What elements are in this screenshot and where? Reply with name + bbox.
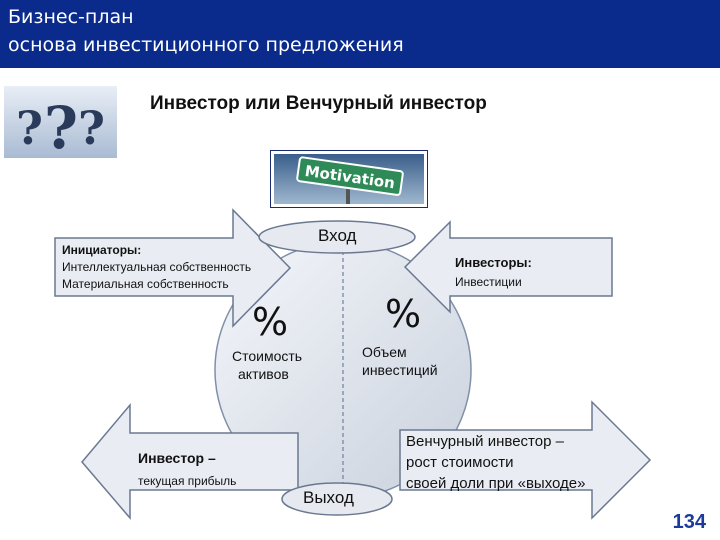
venture-investor-line1: Венчурный инвестор – <box>406 433 564 450</box>
venture-investor-arrow <box>399 400 652 520</box>
page-number: 134 <box>672 511 706 533</box>
slide-subtitle: Инвестор или Венчурный инвестор <box>150 93 487 114</box>
asset-value-label-2: активов <box>238 366 289 382</box>
motivation-sign-image: Motivation <box>270 150 428 208</box>
initiators-line2: Материальная собственность <box>62 277 229 291</box>
question-marks-image: ? ? ? <box>4 86 117 158</box>
svg-text:?: ? <box>44 94 78 158</box>
header-bar: Бизнес-план основа инвестиционного предл… <box>0 0 720 68</box>
investors-line1: Инвестиции <box>455 275 522 289</box>
investment-volume-label-2: инвестиций <box>362 362 438 378</box>
asset-value-label-1: Стоимость <box>232 348 303 364</box>
initiators-arrow <box>54 208 292 328</box>
investor-line1: текущая прибыль <box>138 474 237 488</box>
investor-arrow <box>81 402 299 521</box>
investors-title: Инвесторы: <box>455 255 532 270</box>
header-title-line1: Бизнес-план <box>8 6 134 28</box>
venture-investor-line3: своей доли при «выходе» <box>406 475 586 492</box>
entry-ellipse <box>258 220 416 254</box>
initiators-title: Инициаторы: <box>62 243 142 257</box>
initiators-line1: Интеллектуальная собственность <box>62 260 252 274</box>
exit-label: Выход <box>303 488 354 507</box>
right-percent: % <box>385 292 422 336</box>
left-percent: % <box>252 300 289 344</box>
exit-ellipse <box>281 482 393 516</box>
investors-arrow <box>403 220 613 314</box>
svg-text:?: ? <box>16 101 43 155</box>
investment-volume-label-1: Объем <box>362 344 407 360</box>
entry-label: Вход <box>318 226 357 245</box>
svg-text:?: ? <box>78 101 105 155</box>
header-title-line2: основа инвестиционного предложения <box>8 34 404 56</box>
investor-title: Инвестор – <box>138 450 216 466</box>
venture-investor-line2: рост стоимости <box>406 454 514 471</box>
